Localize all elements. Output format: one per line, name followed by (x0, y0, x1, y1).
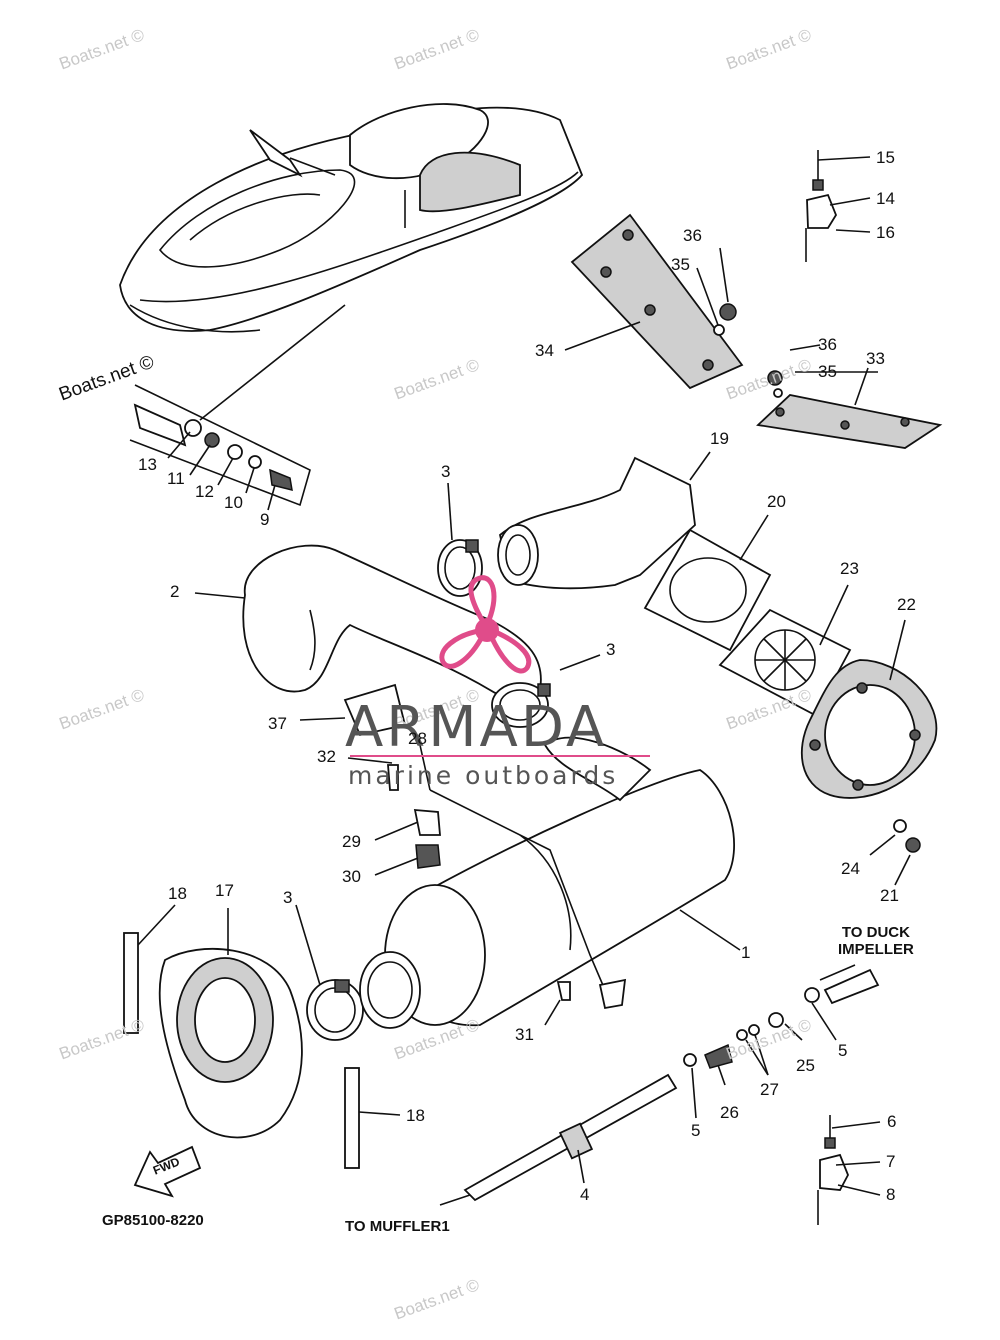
callout-26: 26 (720, 1103, 739, 1122)
fitting-assembly-9-13 (129, 304, 346, 507)
callout-3-lower: 3 (283, 888, 293, 907)
mat-34 (570, 213, 744, 390)
callout-18-lower: 18 (406, 1106, 425, 1125)
watercraft-drawing (119, 103, 584, 333)
propeller-logo-icon (439, 575, 532, 674)
callout-29: 29 (342, 832, 361, 851)
hose-clip-6-8 (817, 1115, 849, 1225)
note-line: TO DUCK (841, 924, 910, 941)
callout-33: 33 (866, 349, 885, 368)
brand-name: ARMADA (345, 695, 608, 760)
callout-3-middle: 3 (606, 640, 616, 659)
forward-arrow-icon (133, 1145, 202, 1198)
brand-tagline: marine outboards (348, 761, 619, 790)
callout-27: 27 (760, 1080, 779, 1099)
callout-5-left: 5 (691, 1121, 701, 1140)
bracket-assembly-28-32 (387, 764, 627, 1010)
hose-fittings-4-27 (463, 968, 880, 1202)
callout-25: 25 (796, 1056, 815, 1075)
callout-3-upper: 3 (441, 462, 451, 481)
callout-10: 10 (224, 493, 243, 512)
callout-20: 20 (767, 492, 786, 511)
outlet-cover-22 (800, 659, 938, 799)
callout-7: 7 (886, 1152, 896, 1171)
hose-clamp-3-lower (306, 979, 364, 1041)
callout-5-right: 5 (838, 1041, 848, 1060)
gasket-20 (643, 528, 772, 652)
callout-18-upper: 18 (168, 884, 187, 903)
note-to-muffler: TO MUFFLER1 (345, 1218, 450, 1235)
callout-34: 34 (535, 341, 554, 360)
bolts-21-24 (893, 819, 921, 853)
callout-6: 6 (887, 1112, 897, 1131)
mat-33 (756, 394, 943, 449)
exhaust-joint-19 (497, 456, 696, 590)
callout-8: 8 (886, 1185, 896, 1204)
muffler-1 (359, 736, 735, 1029)
callout-12: 12 (195, 482, 214, 501)
diagram-code: GP85100-8220 (102, 1212, 204, 1229)
callout-19: 19 (710, 429, 729, 448)
callout-21: 21 (880, 886, 899, 905)
callout-1: 1 (741, 943, 751, 962)
callout-30: 30 (342, 867, 361, 886)
callout-4: 4 (580, 1185, 590, 1204)
note-to-duck-impeller: TO DUCK IMPELLER (838, 924, 914, 959)
callout-32: 32 (317, 747, 336, 766)
rubber-strip-18-lower (344, 1067, 360, 1169)
callout-22: 22 (897, 595, 916, 614)
outlet-duct-17 (158, 947, 303, 1139)
callout-35-upper: 35 (671, 255, 690, 274)
brand-divider (350, 755, 650, 757)
callout-15: 15 (876, 148, 895, 167)
callout-35-lower: 35 (818, 362, 837, 381)
hose-clamp-3-middle (491, 682, 551, 728)
hose-clip-14-16 (805, 150, 838, 262)
callout-28: 28 (408, 729, 427, 748)
note-line: IMPELLER (838, 941, 914, 959)
callout-9: 9 (260, 510, 270, 529)
callout-16: 16 (876, 223, 895, 242)
callout-24: 24 (841, 859, 860, 878)
bracket-37 (343, 683, 407, 737)
callout-36-lower: 36 (818, 335, 837, 354)
callout-17: 17 (215, 881, 234, 900)
callout-23: 23 (840, 559, 859, 578)
callout-11: 11 (167, 469, 185, 488)
nuts-35-36 (713, 303, 783, 398)
leader-lines (137, 156, 911, 1206)
callout-14: 14 (876, 189, 895, 208)
callout-31: 31 (515, 1025, 534, 1044)
callout-13: 13 (138, 455, 157, 474)
rubber-strip-18-upper (123, 932, 139, 1034)
callout-37: 37 (268, 714, 287, 733)
callout-36-upper: 36 (683, 226, 702, 245)
callout-2: 2 (170, 582, 180, 601)
